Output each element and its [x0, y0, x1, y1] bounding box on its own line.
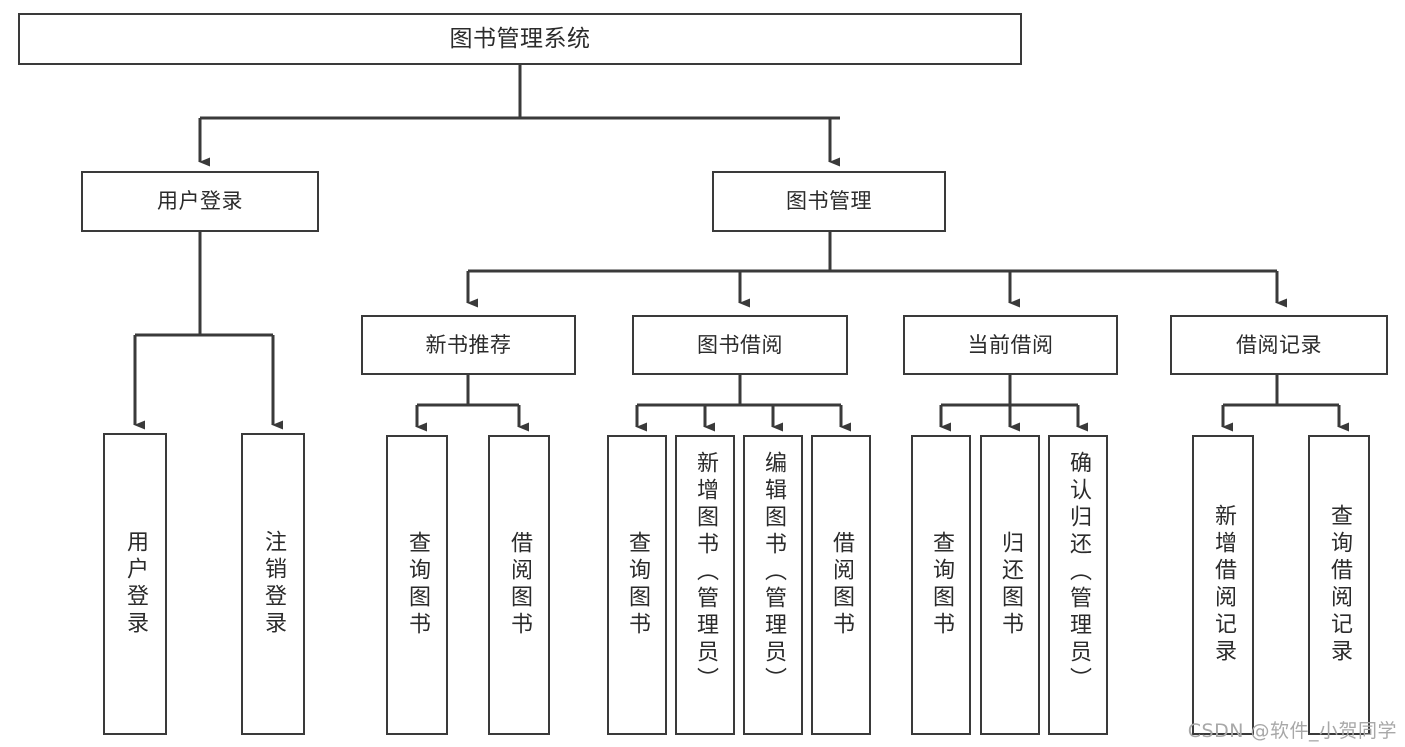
node-root-system[interactable]: 图书管理系统 [18, 13, 1022, 65]
node-leaf-add-book[interactable]: 新增图书（管理员） [675, 435, 735, 735]
node-book-borrow-label: 图书借阅 [697, 332, 783, 357]
node-leaf-query-record[interactable]: 查询借阅记录 [1308, 435, 1370, 735]
node-leaf-confirm-return[interactable]: 确认归还（管理员） [1048, 435, 1108, 735]
node-leaf-return-book[interactable]: 归还图书 [980, 435, 1040, 735]
node-book-manage[interactable]: 图书管理 [712, 171, 946, 232]
node-root-system-label: 图书管理系统 [449, 25, 591, 52]
node-new-book-recommend-label: 新书推荐 [425, 332, 512, 357]
node-leaf-add-record-label: 新增借阅记录 [1211, 504, 1236, 666]
node-leaf-query-record-label: 查询借阅记录 [1327, 504, 1352, 666]
node-current-borrow[interactable]: 当前借阅 [903, 315, 1118, 375]
node-current-borrow-label: 当前借阅 [967, 332, 1054, 357]
node-user-login-label: 用户登录 [157, 189, 243, 214]
node-leaf-borrow-book-2[interactable]: 借阅图书 [811, 435, 871, 735]
node-leaf-query-book-3[interactable]: 查询图书 [911, 435, 971, 735]
node-leaf-edit-book-label: 编辑图书（管理员） [761, 451, 786, 694]
node-leaf-borrow-book-1-label: 借阅图书 [507, 531, 532, 639]
node-leaf-confirm-return-label: 确认归还（管理员） [1066, 451, 1091, 694]
node-leaf-user-logout[interactable]: 注销登录 [241, 433, 305, 735]
node-leaf-query-book-2-label: 查询图书 [625, 531, 650, 639]
node-leaf-borrow-book-1[interactable]: 借阅图书 [488, 435, 550, 735]
node-leaf-return-book-label: 归还图书 [998, 531, 1023, 639]
node-borrow-record[interactable]: 借阅记录 [1170, 315, 1388, 375]
node-new-book-recommend[interactable]: 新书推荐 [361, 315, 576, 375]
node-leaf-user-login[interactable]: 用户登录 [103, 433, 167, 735]
node-leaf-edit-book[interactable]: 编辑图书（管理员） [743, 435, 803, 735]
node-user-login[interactable]: 用户登录 [81, 171, 319, 232]
node-leaf-query-book-1-label: 查询图书 [405, 531, 430, 639]
node-book-manage-label: 图书管理 [786, 189, 872, 214]
node-leaf-query-book-2[interactable]: 查询图书 [607, 435, 667, 735]
node-leaf-add-book-label: 新增图书（管理员） [693, 451, 718, 694]
node-leaf-user-login-label: 用户登录 [123, 530, 148, 638]
node-book-borrow[interactable]: 图书借阅 [632, 315, 848, 375]
node-leaf-borrow-book-2-label: 借阅图书 [829, 531, 854, 639]
node-leaf-query-book-1[interactable]: 查询图书 [386, 435, 448, 735]
node-borrow-record-label: 借阅记录 [1236, 332, 1322, 357]
node-leaf-user-logout-label: 注销登录 [261, 530, 286, 638]
node-leaf-query-book-3-label: 查询图书 [929, 531, 954, 639]
node-leaf-add-record[interactable]: 新增借阅记录 [1192, 435, 1254, 735]
